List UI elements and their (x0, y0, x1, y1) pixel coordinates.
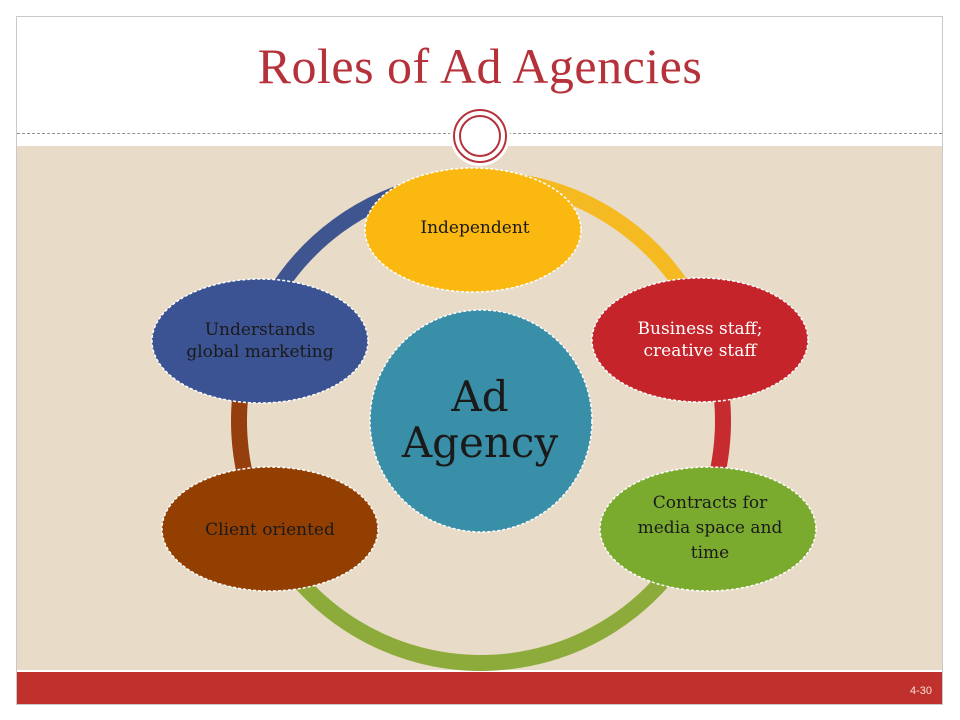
slide-title: Roles of Ad Agencies (257, 38, 703, 94)
node-independent (364, 167, 582, 293)
page-number: 4-30 (909, 685, 932, 697)
cycle-nodes (151, 167, 817, 592)
node-label-client-oriented: Client oriented (205, 520, 335, 540)
node-label-business-staff: Business staff; creative staff (637, 319, 763, 361)
node-business-staff (591, 277, 809, 403)
node-label-global-marketing: Understands global marketing (186, 319, 334, 362)
ornament-circle-icon (450, 106, 510, 166)
node-label-contracts-media: Contracts for media space and time (637, 492, 783, 563)
center-circle (369, 309, 593, 533)
node-client-oriented (161, 466, 379, 592)
footer-bar (17, 672, 942, 704)
node-global-marketing (151, 278, 369, 404)
center-label: Ad Agency (401, 372, 559, 467)
node-contracts-media (599, 466, 817, 592)
ring-arc-contracts-media (258, 521, 707, 671)
node-label-independent: Independent (420, 218, 530, 238)
